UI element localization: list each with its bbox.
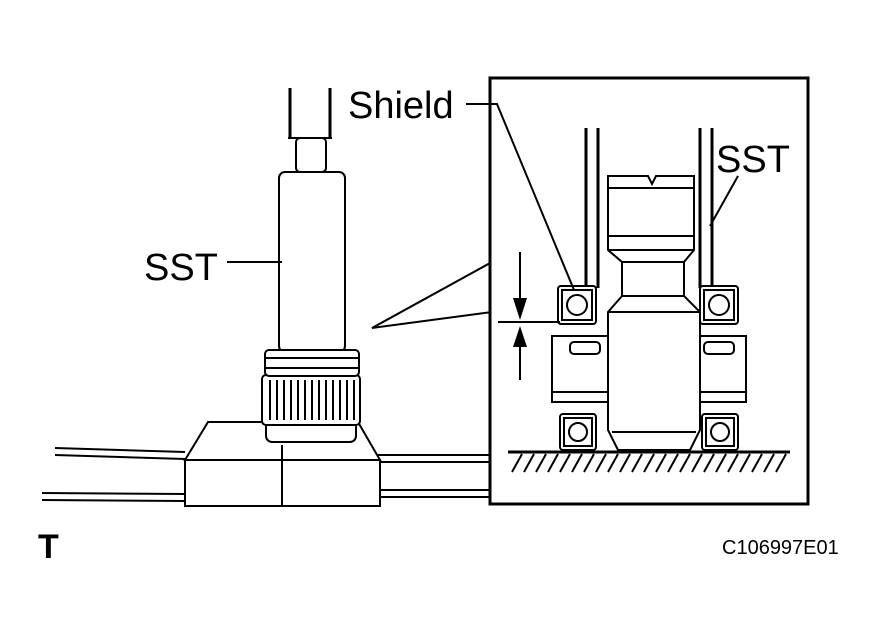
- gear-hub: [261, 374, 361, 443]
- lower-bearing-right: [701, 413, 739, 451]
- upper-bearing-left: [557, 285, 597, 325]
- sst-detail-label: SST: [716, 139, 790, 181]
- detail-callout-pointer: [371, 260, 493, 329]
- upper-bearing-right: [699, 285, 739, 325]
- sst-tool: [264, 88, 360, 377]
- sst-main-label: SST: [144, 247, 218, 289]
- lower-bearing-left: [559, 413, 597, 451]
- detail-shaft: [607, 175, 701, 451]
- work-table: [41, 447, 492, 502]
- corner-letter: T: [38, 528, 59, 566]
- ground-hatching: [508, 450, 790, 473]
- figure-code: C106997E01: [722, 537, 839, 559]
- detail-flange: [551, 335, 747, 403]
- shield-leader: [466, 103, 575, 291]
- detail-inset: [466, 76, 810, 506]
- sst-detail-leader: [709, 175, 739, 227]
- dimension-indicator: [498, 252, 560, 380]
- shield-label: Shield: [348, 85, 454, 127]
- detail-sst-sleeves: [584, 128, 714, 288]
